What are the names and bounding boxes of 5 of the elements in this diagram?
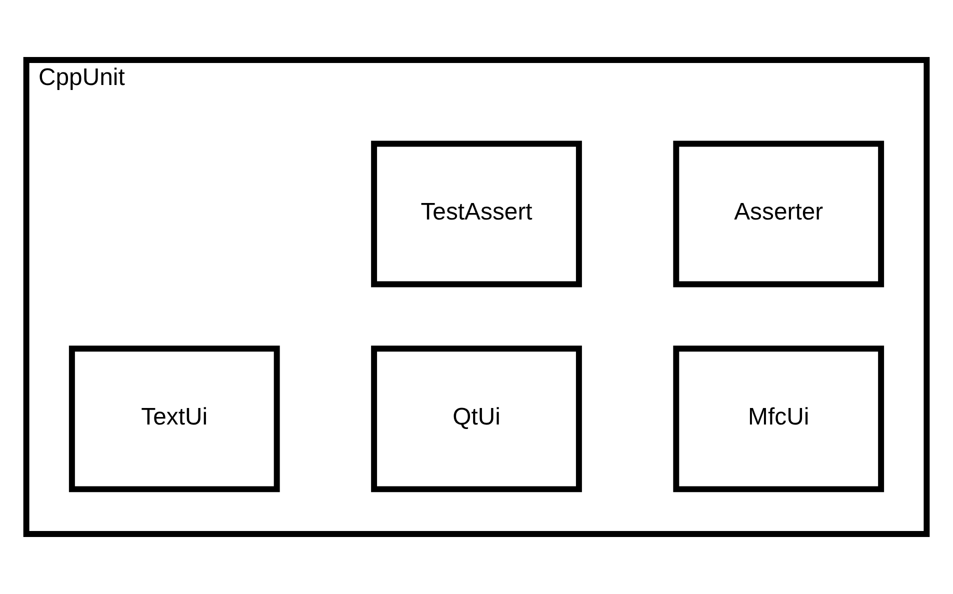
node-box: MfcUi [673,346,884,492]
node-box: QtUi [371,346,582,492]
node-box: Asserter [673,140,884,288]
node-box: TestAssert [371,140,582,288]
node-box: TextUi [68,346,280,492]
